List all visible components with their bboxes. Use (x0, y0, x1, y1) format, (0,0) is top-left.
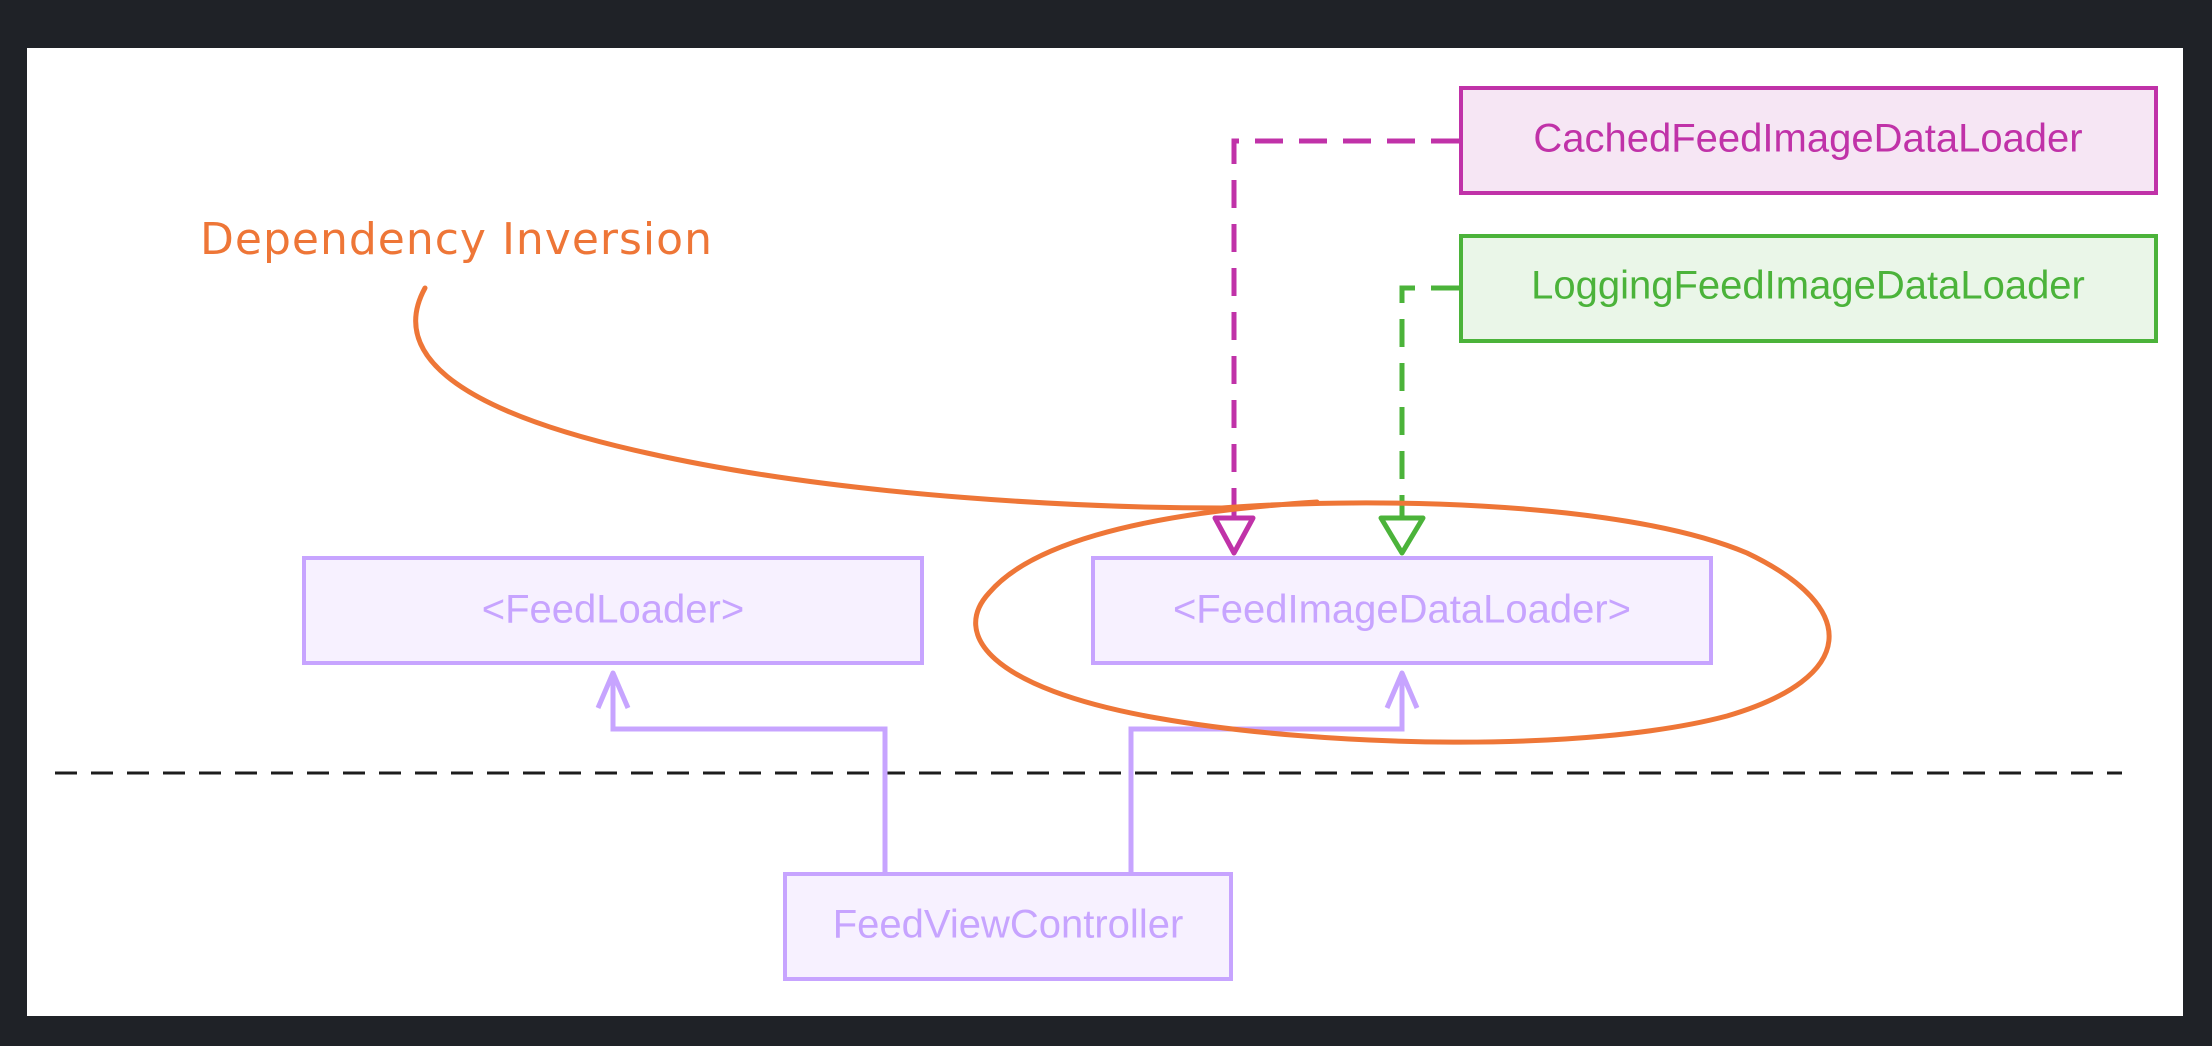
logging-loader-label: LoggingFeedImageDataLoader (1531, 264, 2085, 308)
feed-loader-label: <FeedLoader> (482, 588, 744, 632)
dependency-inversion-label: Dependency Inversion (200, 214, 713, 265)
cached-loader-box: CachedFeedImageDataLoader (1459, 86, 2158, 195)
image-loader-label: <FeedImageDataLoader> (1173, 588, 1631, 632)
image-loader-box: <FeedImageDataLoader> (1091, 556, 1713, 665)
logging-arrowhead (1378, 515, 1426, 556)
imageloader-arrowhead (1384, 670, 1420, 709)
feed-view-controller-label: FeedViewController (833, 903, 1184, 947)
diagram-canvas: CachedFeedImageDataLoader LoggingFeedIma… (27, 48, 2183, 1016)
annotation-ellipse (973, 499, 1832, 745)
feedloader-arrowhead (595, 670, 631, 709)
cached-loader-label: CachedFeedImageDataLoader (1533, 117, 2082, 161)
diagram-svg: CachedFeedImageDataLoader LoggingFeedIma… (55, 86, 2158, 981)
feed-loader-box: <FeedLoader> (302, 556, 924, 665)
feed-view-controller-box: FeedViewController (783, 872, 1233, 981)
controller-to-feedloader-connector (610, 678, 888, 876)
logging-dependency-connector (1399, 285, 1459, 518)
logging-loader-box: LoggingFeedImageDataLoader (1459, 234, 2158, 343)
dependency-inversion-annotation: Dependency Inversion (200, 214, 1832, 745)
controller-to-imageloader-connector (1128, 678, 1405, 876)
cached-arrowhead (1212, 515, 1256, 556)
annotation-curve (413, 285, 1225, 511)
cached-dependency-connector (1231, 138, 1459, 518)
